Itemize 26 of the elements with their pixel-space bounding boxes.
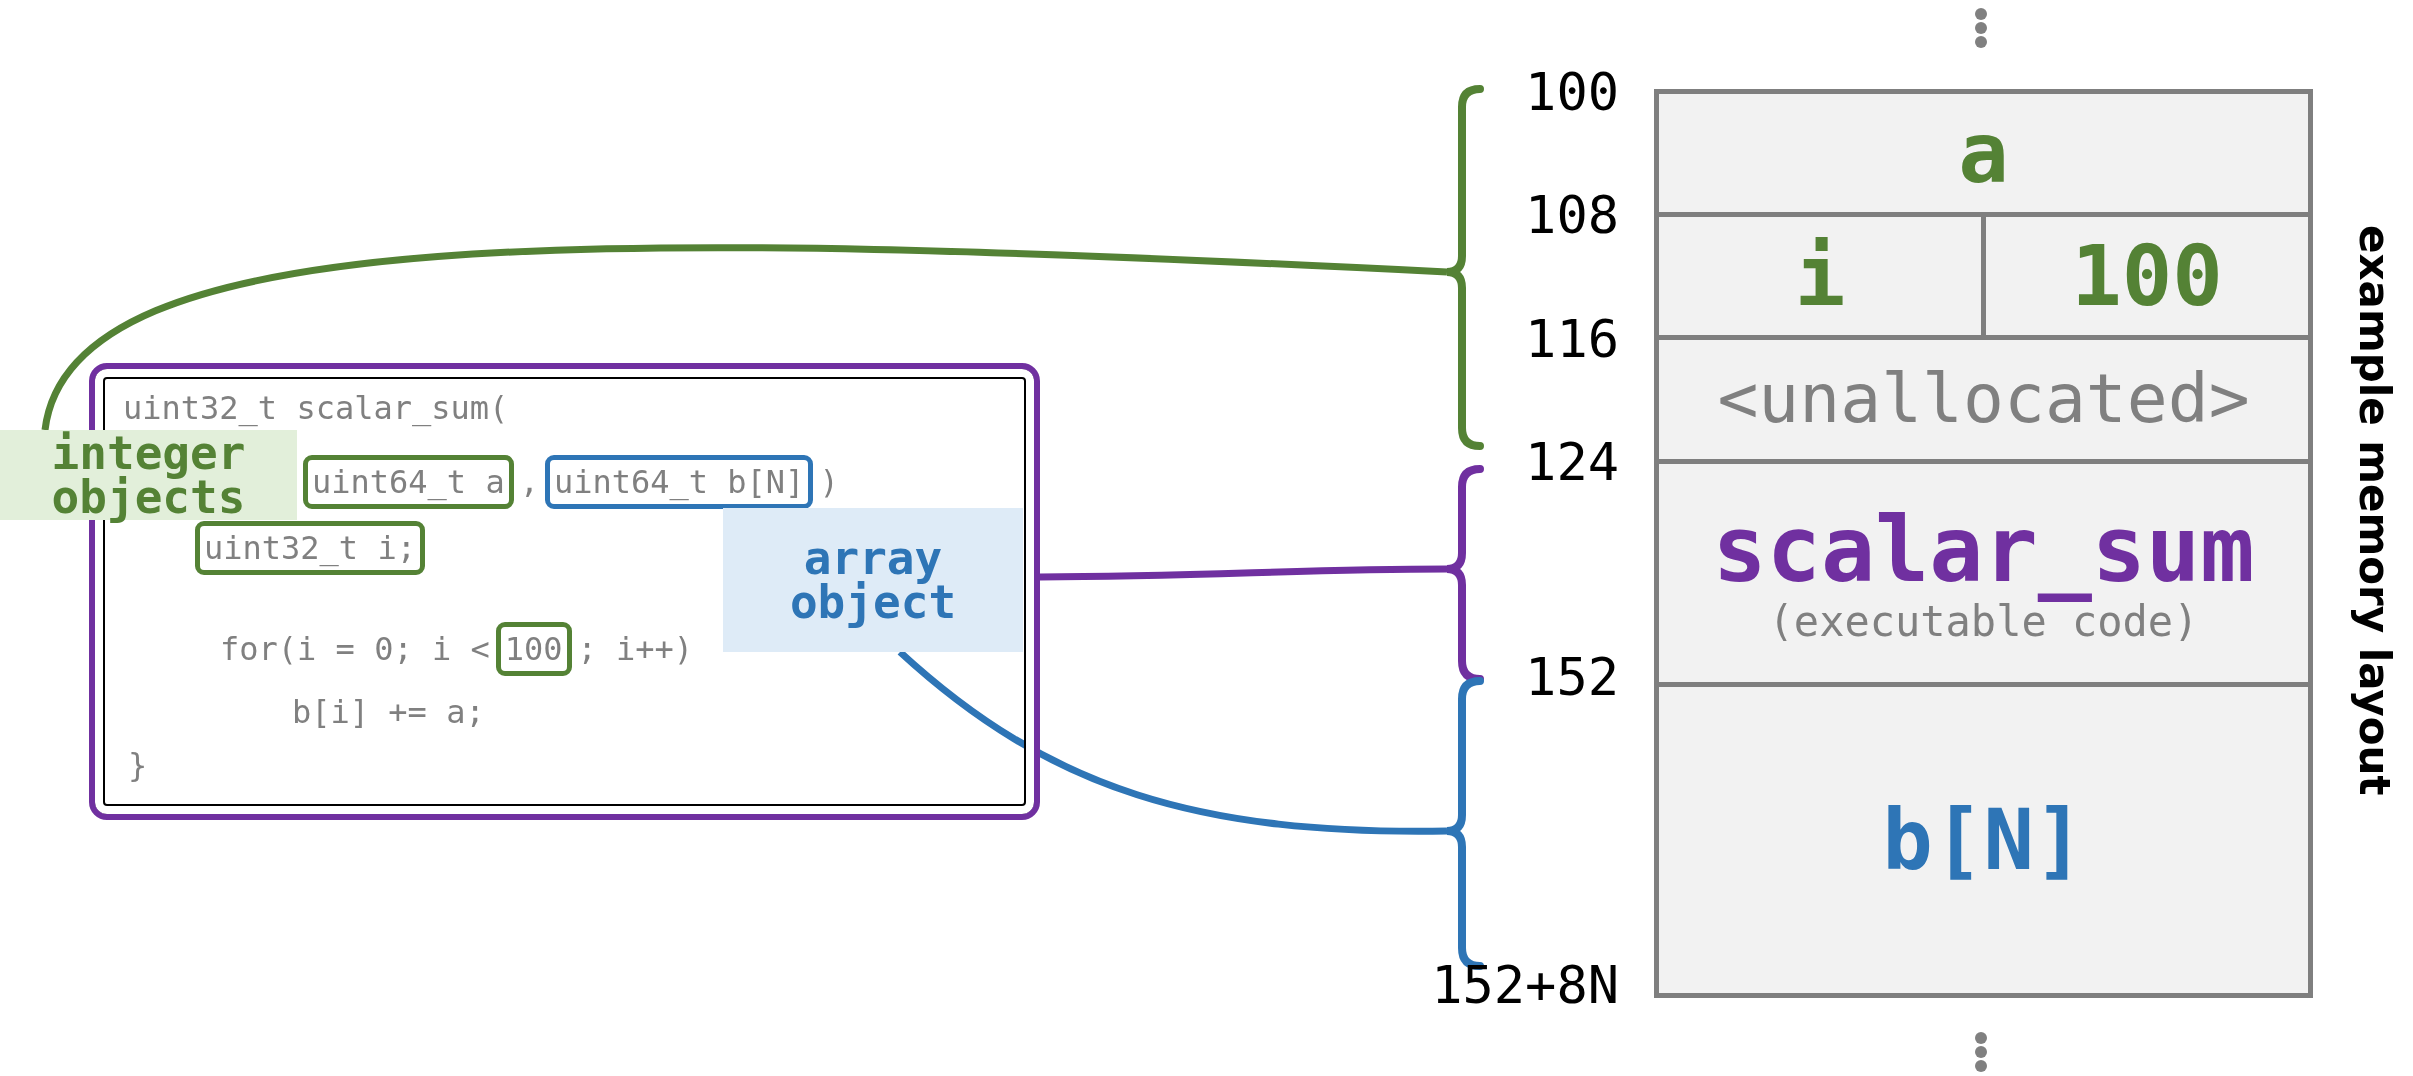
connector-line <box>41 244 1448 432</box>
address-label: 152+8N <box>1431 955 1619 1015</box>
highlighted-code: uint64_t a <box>303 455 514 509</box>
cell-text: b[N] <box>1882 793 2085 887</box>
highlighted-code: uint64_t b[N] <box>544 455 814 509</box>
code-text: uint32_t scalar_sum( <box>123 389 509 427</box>
cell-text: a <box>1958 106 2009 200</box>
code-text: for(i = 0; i < <box>220 630 490 668</box>
cell-text: 100 <box>2071 229 2223 323</box>
cell-text: i <box>1794 229 1846 323</box>
address-label: 108 <box>1525 185 1619 245</box>
address-label: 100 <box>1525 62 1619 122</box>
address-label: 116 <box>1525 309 1619 369</box>
code-text: ) <box>819 463 839 501</box>
cell-text: scalar_sum <box>1712 500 2255 600</box>
code-text: ; i++) <box>577 630 694 668</box>
code-text: } <box>128 746 148 784</box>
address-label: 124 <box>1525 432 1619 492</box>
address-label: 152 <box>1525 647 1619 707</box>
vertical-title: example memory layout <box>2350 225 2399 796</box>
callout-label: array object <box>723 508 1023 652</box>
highlighted-code: uint32_t i; <box>195 521 425 575</box>
code-text: , <box>519 463 539 501</box>
code-text: b[i] += a; <box>292 693 485 731</box>
cell-text: <unallocated> <box>1717 362 2250 437</box>
highlighted-code: 100 <box>495 622 572 676</box>
